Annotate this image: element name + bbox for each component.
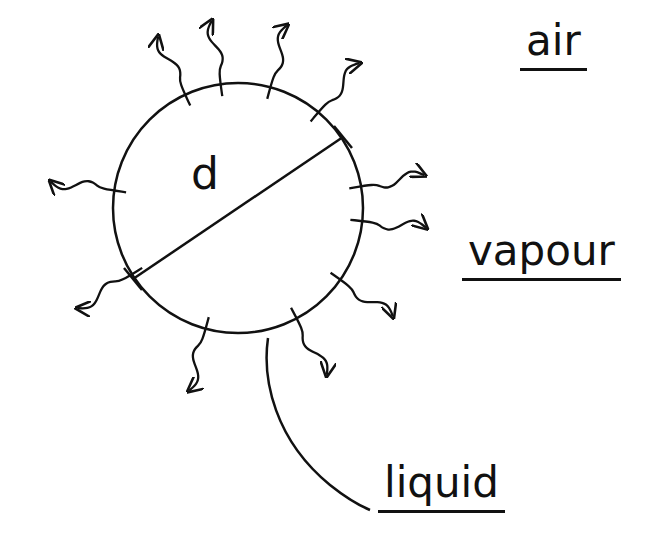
- circle-outline: [111, 81, 365, 335]
- diameter-label: d: [191, 151, 219, 197]
- vapour-label: vapour: [462, 228, 621, 281]
- liquid-label: liquid: [378, 460, 505, 513]
- droplet-outline: [113, 83, 363, 333]
- diameter-line: [133, 137, 343, 279]
- vapour-arrows: [51, 21, 426, 391]
- leader-line: [267, 338, 370, 510]
- medium-label: air: [520, 18, 587, 71]
- droplet-circle: d: [111, 81, 365, 335]
